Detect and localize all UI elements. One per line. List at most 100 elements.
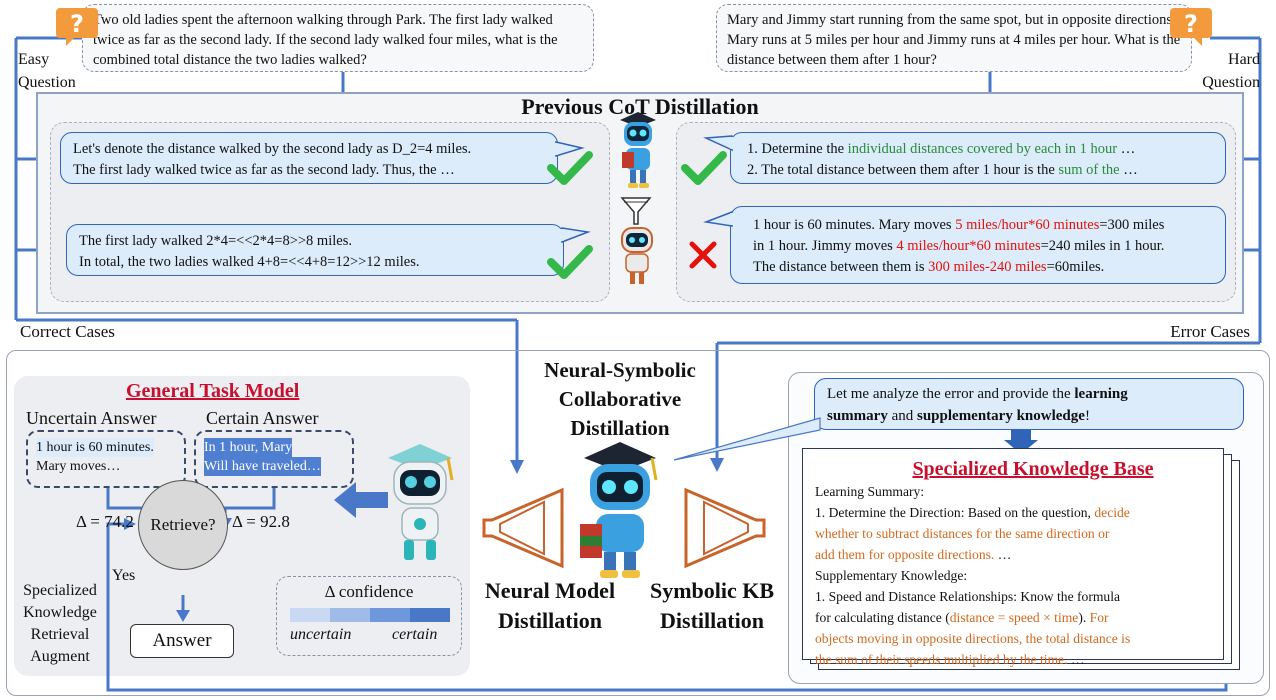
text-span: … — [1119, 162, 1138, 178]
sk-line3: Retrieval — [30, 626, 90, 643]
bottom-section — [6, 350, 1270, 696]
correct-bubble-2: The first lady walked 2*4=<<2*4=8>>8 mil… — [66, 224, 564, 276]
correct-bubble-1-line1: Let's denote the distance walked by the … — [73, 141, 472, 157]
certain-text-1: In 1 hour, Mary — [204, 438, 293, 457]
error-bubble-1: 1. Determine the individual distances co… — [730, 132, 1226, 184]
error-bubble-2-line2: in 1 hour. Jimmy moves 4 miles/hour*60 m… — [753, 236, 1213, 257]
robot-icon — [580, 442, 658, 578]
uncertain-answer-label: Uncertain Answer — [26, 408, 157, 428]
question-icon: ? — [1170, 8, 1212, 46]
text-span: =300 miles — [1099, 217, 1165, 233]
gradient-step-2 — [330, 608, 370, 622]
center-line1: Neural-Symbolic — [544, 358, 696, 382]
text-span: 1. Determine the — [747, 141, 848, 157]
hard-label-line1: Hard — [1228, 51, 1260, 68]
text-span: ! — [1084, 408, 1090, 424]
text-span: ). — [1078, 610, 1090, 625]
highlight-span: For — [1089, 610, 1109, 625]
kb-sk-line3: objects moving in opposite directions, t… — [815, 631, 1131, 646]
correct-bubble-1: Let's denote the distance walked by the … — [60, 132, 558, 184]
gradient-step-4 — [410, 608, 450, 622]
bubble-tail — [703, 135, 734, 152]
text-span: … — [1067, 652, 1085, 667]
kb-ls-line1: 1. Determine the Direction: Based on the… — [815, 502, 1211, 523]
correct-cases-label: Correct Cases — [20, 322, 115, 341]
robot-icon — [388, 444, 454, 560]
conf-uncertain-label: uncertain — [290, 626, 352, 643]
bubble-tail — [703, 210, 734, 227]
robot-icon — [620, 112, 656, 188]
check-icon — [547, 245, 593, 279]
easy-question-text: Two old ladies spent the afternoon walki… — [93, 12, 558, 68]
kb-title: Specialized Knowledge Base — [912, 458, 1154, 480]
funnel-right-icon — [684, 487, 766, 569]
highlight-span: individual distances covered by each in … — [847, 141, 1118, 157]
certain-answer-box: In 1 hour, Mary Will have traveled… — [194, 430, 354, 488]
kb-sk-line4: the sum of their speeds multiplied by th… — [815, 649, 1211, 670]
neural-model-distillation: Neural Model Distillation — [470, 576, 630, 636]
funnel-icon — [620, 197, 652, 225]
easy-label-line2: Question — [18, 74, 76, 91]
delta-left: Δ = 74.2 — [76, 512, 134, 531]
skb-line2: Distillation — [660, 608, 764, 633]
error-bubble-2-line3: The distance between them is 300 miles-2… — [753, 257, 1213, 278]
svg-text:?: ? — [70, 10, 84, 38]
uncertain-text-2: Mary moves… — [36, 459, 121, 474]
kb-supplementary: Supplementary Knowledge: — [815, 568, 968, 583]
hard-question-text: Mary and Jimmy start running from the sa… — [727, 12, 1181, 68]
left-arrow-icon — [334, 482, 388, 518]
answer-label: Answer — [152, 630, 212, 651]
bubble-tail — [554, 141, 585, 158]
highlight-span: 5 miles/hour*60 minutes — [955, 217, 1100, 233]
gradient-step-3 — [370, 608, 410, 622]
nm-line1: Neural Model — [484, 578, 616, 603]
sk-line4: Augment — [30, 648, 90, 665]
funnel-left-icon — [482, 487, 564, 569]
hard-question-box: Mary and Jimmy start running from the sa… — [716, 4, 1192, 72]
confidence-gradient — [290, 608, 450, 622]
correct-bubble-2-line2: In total, the two ladies walked 4+8=<<4+… — [79, 254, 420, 270]
easy-label: Easy Question — [18, 50, 76, 93]
down-arrow-icon — [1004, 430, 1038, 454]
hard-label-line2: Question — [1202, 74, 1260, 91]
neural-symbolic-title: Neural-Symbolic Collaborative Distillati… — [510, 356, 730, 443]
hard-label: Hard Question — [1200, 50, 1260, 93]
skb-line1: Symbolic KB — [649, 578, 775, 603]
confidence-title: Δ confidence — [324, 582, 414, 601]
easy-label-line1: Easy — [18, 51, 50, 68]
highlight-span: distance = speed × time — [949, 610, 1079, 625]
correct-bubble-1-line2: The first lady walked twice as far as th… — [73, 162, 455, 178]
bubble-tail — [673, 417, 821, 461]
retrieve-node: Retrieve? — [138, 480, 228, 570]
highlight-span: 4 miles/hour*60 minutes — [896, 238, 1041, 254]
answer-box: Answer — [130, 624, 234, 658]
delta-right: Δ = 92.8 — [232, 512, 290, 531]
kb-ls-line2: whether to subtract distances for the sa… — [815, 526, 1110, 541]
error-bubble-1-line2: 2. The total distance between them after… — [747, 160, 1213, 181]
uncertain-text-1: 1 hour is 60 minutes. — [36, 438, 154, 457]
bold-span: summary — [827, 408, 888, 424]
text-span: =60miles. — [1046, 259, 1105, 275]
error-bubble-2: 1 hour is 60 minutes. Mary moves 5 miles… — [730, 206, 1226, 284]
sk-line1: Specialized — [23, 582, 97, 599]
highlight-span: the sum of their speeds multiplied by th… — [815, 652, 1068, 667]
highlight-span: decide — [1094, 505, 1130, 520]
question-icon: ? — [56, 8, 98, 46]
yes-label: Yes — [112, 567, 136, 584]
kb-page: Specialized Knowledge Base Learning Summ… — [802, 448, 1224, 667]
retrieve-label: Retrieve? — [150, 515, 216, 534]
gradient-step-1 — [290, 608, 330, 622]
easy-question-box: Two old ladies spent the afternoon walki… — [82, 4, 594, 72]
text-span: 1 hour is 60 minutes. Mary moves — [753, 217, 956, 233]
highlight-span: add them for opposite directions. — [815, 547, 995, 562]
error-bubble-2-line1: 1 hour is 60 minutes. Mary moves 5 miles… — [753, 215, 1213, 236]
text-span: … — [1117, 141, 1136, 157]
nm-line2: Distillation — [498, 608, 602, 633]
check-icon — [547, 151, 593, 185]
kb-sk-line2: for calculating distance (distance = spe… — [815, 607, 1211, 628]
certain-answer-label: Certain Answer — [206, 408, 319, 428]
error-bubble-1-line1: 1. Determine the individual distances co… — [747, 139, 1213, 160]
sk-line2: Knowledge — [23, 604, 97, 621]
kb-ls-line3: add them for opposite directions. … — [815, 544, 1211, 565]
text-span: and — [887, 408, 917, 424]
